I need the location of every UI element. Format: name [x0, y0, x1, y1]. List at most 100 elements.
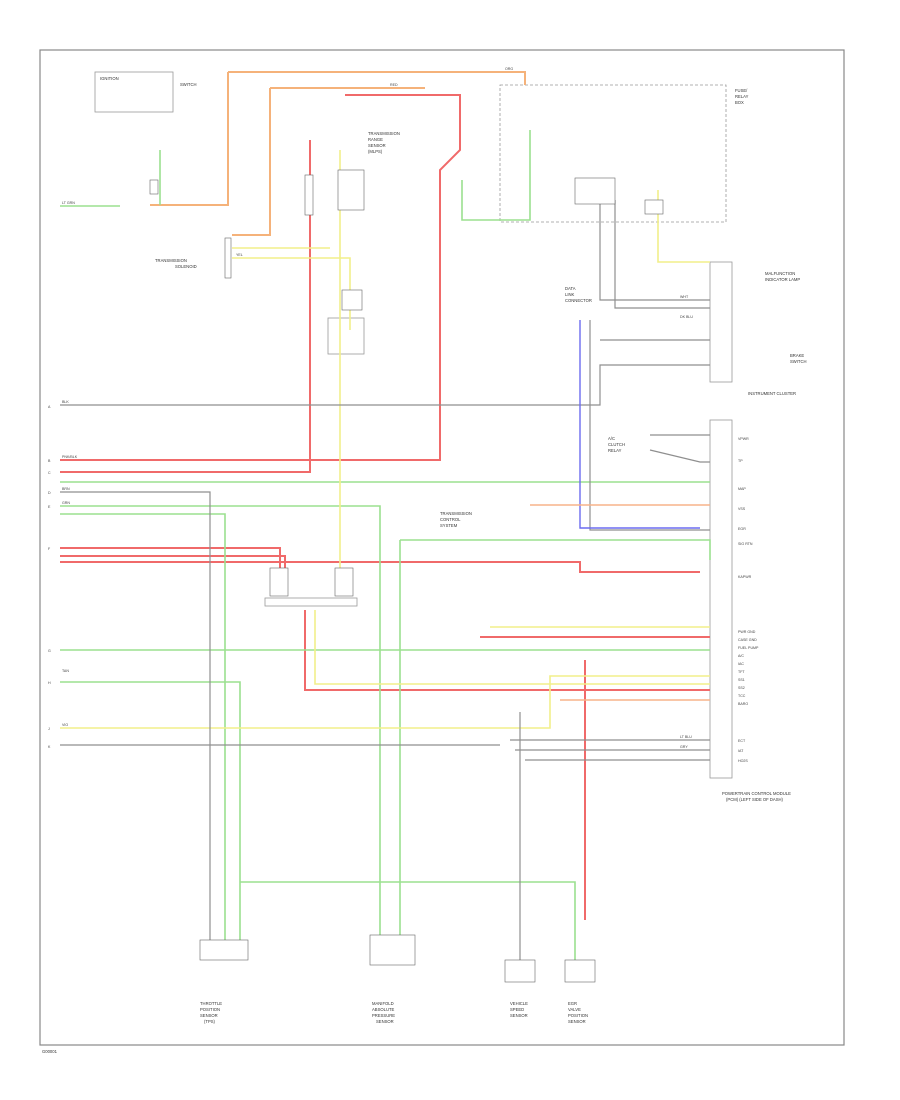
label-tcs-3: SYSTEM	[440, 523, 458, 528]
svg-text:SS2: SS2	[738, 686, 745, 690]
label-ac-3: RELAY	[608, 448, 622, 453]
label-fuse-1: FUSE/	[735, 88, 748, 93]
svg-text:GRN: GRN	[62, 501, 70, 505]
fuse-relay-box-outline	[499, 84, 727, 223]
svg-text:MAP: MAP	[738, 487, 746, 491]
label-map-3: PRESSURE	[372, 1013, 395, 1018]
svg-text:VSS: VSS	[738, 507, 746, 511]
svg-text:WHT: WHT	[680, 295, 689, 299]
svg-text:RED: RED	[390, 83, 398, 87]
svg-text:IAT: IAT	[738, 749, 744, 753]
label-tps-4: (TPS)	[204, 1019, 216, 1024]
svg-text:PWR GND: PWR GND	[738, 630, 756, 634]
svg-text:HO2S: HO2S	[738, 759, 748, 763]
label-instrument-cluster: INSTRUMENT CLUSTER	[748, 391, 796, 396]
component-labels: IGNITION SWITCH TRANSMISSION RANGE SENSO…	[100, 76, 807, 1024]
label-vss-1: VEHICLE	[510, 1001, 528, 1006]
label-mil-1: MALFUNCTION	[765, 271, 795, 276]
svg-text:YEL: YEL	[236, 253, 243, 257]
svg-text:D: D	[48, 491, 51, 495]
svg-text:TCC: TCC	[738, 694, 746, 698]
svg-text:B: B	[48, 459, 51, 463]
label-vss-3: SENSOR	[510, 1013, 528, 1018]
svg-text:SS1: SS1	[738, 678, 745, 682]
pcm-pin-labels: VPWR TP MAP VSS EGR SIG RTN KAPWR PWR GN…	[738, 437, 759, 763]
svg-text:FUEL PUMP: FUEL PUMP	[738, 646, 759, 650]
diagram-frame	[39, 49, 845, 1046]
svg-text:J: J	[48, 727, 50, 731]
svg-text:BLK: BLK	[62, 400, 69, 404]
label-map-1: MANIFOLD	[372, 1001, 394, 1006]
svg-text:GRY: GRY	[680, 745, 688, 749]
label-brake-1: BRAKE	[790, 353, 804, 358]
svg-text:H: H	[48, 681, 51, 685]
ignition-switch	[94, 71, 174, 113]
label-tps-1: THROTTLE	[200, 1001, 222, 1006]
svg-text:VIO: VIO	[62, 723, 68, 727]
footer-code: G00001	[42, 1049, 58, 1054]
svg-text:TP: TP	[738, 459, 743, 463]
svg-text:VPWR: VPWR	[738, 437, 749, 441]
label-egr-1: EGR	[568, 1001, 577, 1006]
label-ac-2: CLUTCH	[608, 442, 625, 447]
transmission-solenoid-box	[327, 317, 365, 355]
wire-blue	[579, 320, 700, 529]
transmission-range-sensor-box	[264, 597, 358, 607]
wire-green	[60, 130, 711, 960]
svg-text:BRN: BRN	[62, 487, 70, 491]
svg-text:ECT: ECT	[738, 739, 746, 743]
svg-text:TAN: TAN	[62, 669, 69, 673]
label-pcm-1: POWERTRAIN CONTROL MODULE	[722, 791, 791, 796]
label-trs-1: TRANSMISSION	[368, 131, 400, 136]
label-dlc-1: DATA	[565, 286, 576, 291]
label-tcs-2: CONTROL	[440, 517, 461, 522]
label-ignition-switch: IGNITION	[100, 76, 119, 81]
label-ignition-switch-2: SWITCH	[180, 82, 197, 87]
svg-text:DK BLU: DK BLU	[680, 315, 693, 319]
label-trs-3: SENSOR	[368, 143, 386, 148]
svg-text:SIG RTN: SIG RTN	[738, 542, 753, 546]
label-vss-2: SPEED	[510, 1007, 524, 1012]
label-dlc-2: LINK	[565, 292, 575, 297]
label-fuse-2: RELAY	[735, 94, 749, 99]
label-map-2: ABSOLUTE	[372, 1007, 395, 1012]
label-pcm-2: (PCM) (LEFT SIDE OF DASH)	[726, 797, 784, 802]
label-trans-solenoid-1: TRANSMISSION	[155, 258, 187, 263]
svg-text:F: F	[48, 547, 51, 551]
svg-text:G: G	[48, 649, 51, 653]
svg-text:LT BLU: LT BLU	[680, 735, 692, 739]
label-fuse-3: BOX	[735, 100, 744, 105]
label-mil-2: INDICATOR LAMP	[765, 277, 800, 282]
wire-red	[60, 94, 710, 920]
svg-text:KAPWR: KAPWR	[738, 575, 752, 579]
instrument-cluster-connector	[709, 261, 733, 383]
label-egr-4: SENSOR	[568, 1019, 586, 1024]
label-egr-2: VALVE	[568, 1007, 581, 1012]
svg-text:PNK/BLK: PNK/BLK	[62, 455, 78, 459]
label-trs-2: RANGE	[368, 137, 383, 142]
label-trs-4: (MLPS)	[368, 149, 383, 154]
svg-text:CASE GND: CASE GND	[738, 638, 757, 642]
pcm-connector	[709, 419, 733, 779]
wire-gray	[60, 200, 710, 970]
svg-text:K: K	[48, 745, 51, 749]
label-dlc-3: CONNECTOR	[565, 298, 592, 303]
wire-pink	[530, 504, 710, 701]
wire-orange	[150, 71, 526, 236]
label-brake-2: SWITCH	[790, 359, 807, 364]
svg-text:C: C	[48, 471, 51, 475]
label-egr-3: POSITION	[568, 1013, 588, 1018]
svg-text:LT GRN: LT GRN	[62, 201, 75, 205]
connector-pins	[149, 169, 664, 983]
label-tps-3: SENSOR	[200, 1013, 218, 1018]
label-trans-solenoid-2: SOLENOID	[175, 264, 197, 269]
svg-text:A: A	[48, 405, 51, 409]
svg-text:EGR: EGR	[738, 527, 746, 531]
svg-text:TFT: TFT	[738, 670, 745, 674]
label-map-4: SENSOR	[376, 1019, 394, 1024]
page-marks: A B C D E F G H J K	[48, 405, 51, 749]
label-ac-1: A/C	[608, 436, 615, 441]
svg-text:E: E	[48, 505, 51, 509]
label-tcs-1: TRANSMISSION	[440, 511, 472, 516]
